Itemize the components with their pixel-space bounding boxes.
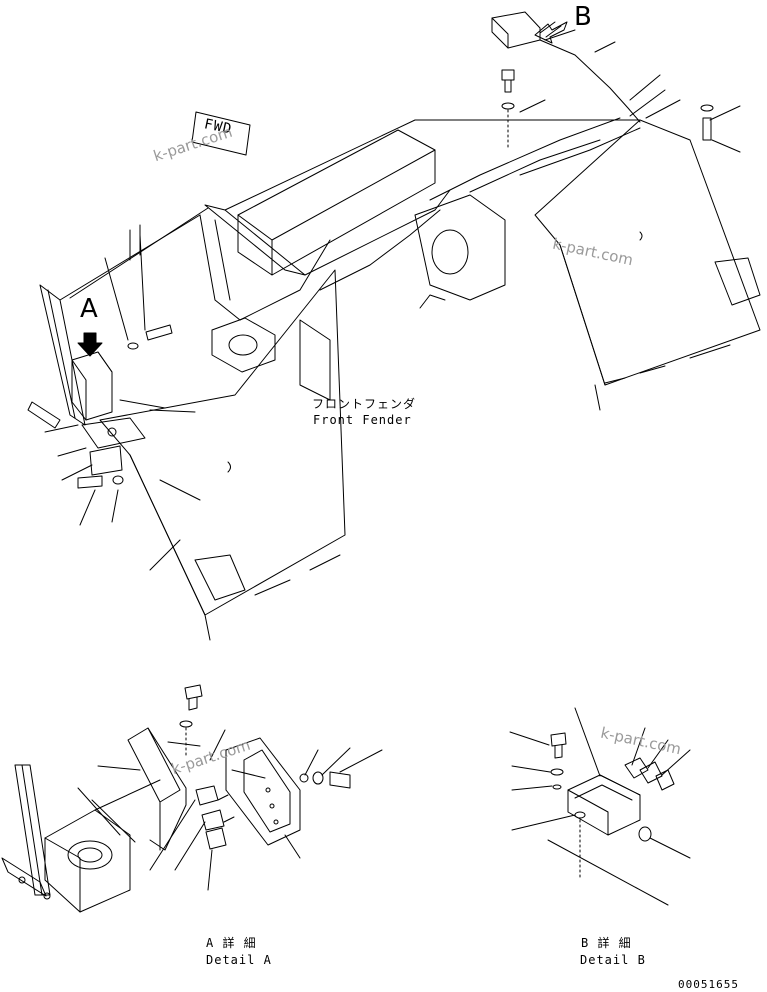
leader-lines-detail-b	[509, 707, 691, 906]
mount-plate	[211, 317, 276, 373]
detail-b-housing	[567, 774, 641, 836]
fwd-plate	[191, 111, 251, 156]
detail-a-title-jp: A 詳 細	[206, 936, 257, 950]
center-block	[414, 194, 506, 309]
detail-a-bolt	[179, 684, 203, 756]
detail-b-bolt	[550, 732, 567, 790]
view-a-label: A	[80, 294, 98, 324]
view-b-label: B	[574, 2, 592, 32]
battery-box	[237, 129, 436, 276]
front-fender-label-en: Front Fender	[313, 413, 412, 427]
bolt-main-lower	[77, 475, 124, 489]
rear-right-fender	[534, 119, 761, 411]
detail-a-post	[1, 764, 51, 900]
bolt-main-left	[127, 324, 173, 350]
leader-lines-detail-a	[77, 729, 383, 891]
bolt-main-right	[700, 104, 714, 141]
main-frame	[199, 117, 641, 321]
detail-a-relays	[195, 785, 235, 850]
front-fender-label-jp: フロントフェンダ	[312, 397, 417, 411]
front-fender-panel	[99, 269, 346, 641]
arrow-b	[534, 21, 568, 44]
leader-lines-main	[44, 29, 741, 571]
detail-b-washer	[574, 811, 586, 881]
detail-a-cover	[225, 737, 301, 846]
bracket-a	[71, 351, 146, 476]
detail-b-nut	[638, 826, 652, 842]
detail-a-title-en: Detail A	[206, 953, 272, 967]
connector-b-main	[491, 11, 641, 123]
cab-post-left	[27, 207, 209, 429]
detail-a-base-plate	[44, 779, 161, 913]
detail-b-title-en: Detail B	[580, 953, 646, 967]
detail-a-hardware	[299, 771, 351, 789]
detail-b-title-jp: B 詳 細	[581, 936, 632, 950]
arrow-a	[77, 332, 103, 357]
drawing-number: 00051655	[678, 978, 739, 991]
detail-a-bracket	[127, 727, 187, 851]
bolt-main-top	[501, 69, 515, 149]
